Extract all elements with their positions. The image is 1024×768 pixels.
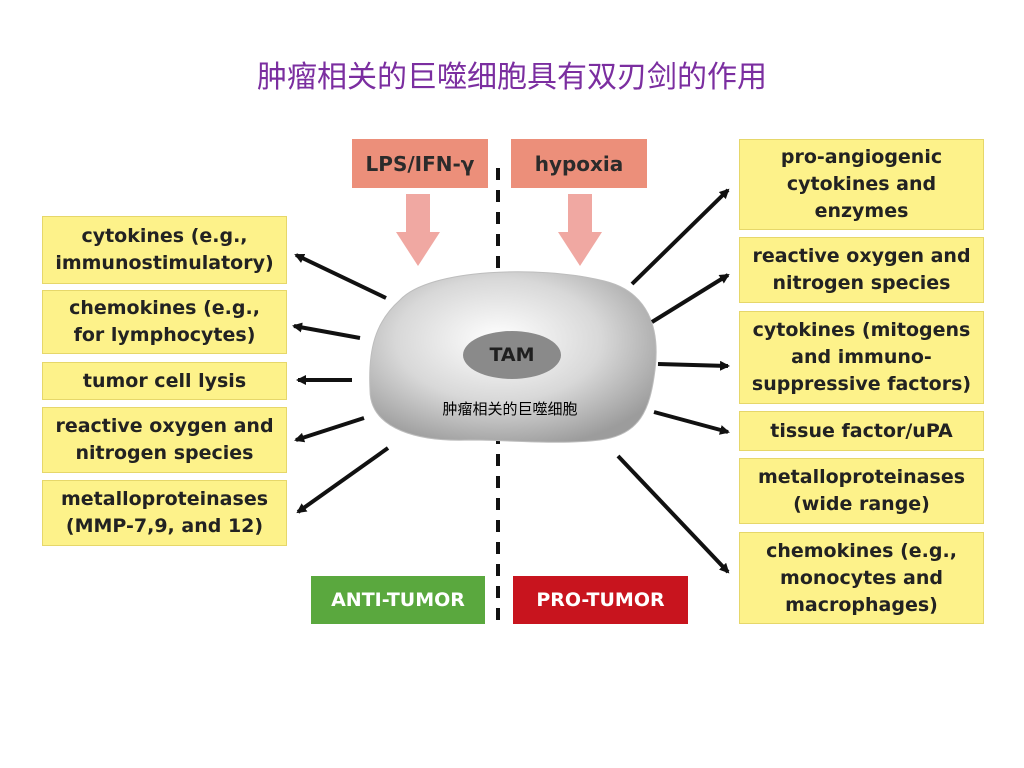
stimulus-lps-ifn: LPS/IFN-γ — [352, 139, 488, 188]
arrow-anti-4 — [294, 416, 365, 443]
pro-item-angiogenic: pro-angiogenic cytokines and enzymes — [739, 139, 984, 230]
pro-item-reactive-species: reactive oxygen and nitrogen species — [739, 237, 984, 303]
arrow-pro-3 — [657, 360, 730, 371]
stimulus-arrow-left — [396, 194, 440, 266]
cell-label: 肿瘤相关的巨噬细胞 — [442, 400, 578, 418]
anti-item-chemokines: chemokines (e.g., for lymphocytes) — [42, 290, 287, 354]
stimulus-arrow-right — [558, 194, 602, 266]
arrow-pro-5 — [616, 454, 730, 574]
pro-item-tissue-factor: tissue factor/uPA — [739, 411, 984, 451]
tam-nucleus: TAM — [463, 331, 561, 379]
pro-item-cytokines: cytokines (mitogens and immuno- suppress… — [739, 311, 984, 404]
arrow-anti-1 — [294, 253, 387, 300]
arrow-pro-2 — [650, 273, 730, 324]
anti-item-tumor-cell-lysis: tumor cell lysis — [42, 362, 287, 400]
anti-item-cytokines: cytokines (e.g., immunostimulatory) — [42, 216, 287, 284]
arrow-anti-5 — [296, 446, 390, 514]
pro-item-metalloproteinases: metalloproteinases (wide range) — [739, 458, 984, 524]
arrow-anti-2 — [292, 322, 361, 340]
page-title: 肿瘤相关的巨噬细胞具有双刃剑的作用 — [257, 60, 767, 95]
anti-tumor-tag: ANTI-TUMOR — [311, 576, 485, 624]
pro-tumor-tag: PRO-TUMOR — [513, 576, 688, 624]
arrow-pro-1 — [630, 188, 730, 286]
pro-item-chemokines: chemokines (e.g., monocytes and macropha… — [739, 532, 984, 624]
anti-item-metalloproteinases: metalloproteinases (MMP-7,9, and 12) — [42, 480, 287, 546]
arrow-pro-4 — [653, 410, 730, 435]
stimulus-hypoxia: hypoxia — [511, 139, 647, 188]
anti-item-reactive-species: reactive oxygen and nitrogen species — [42, 407, 287, 473]
